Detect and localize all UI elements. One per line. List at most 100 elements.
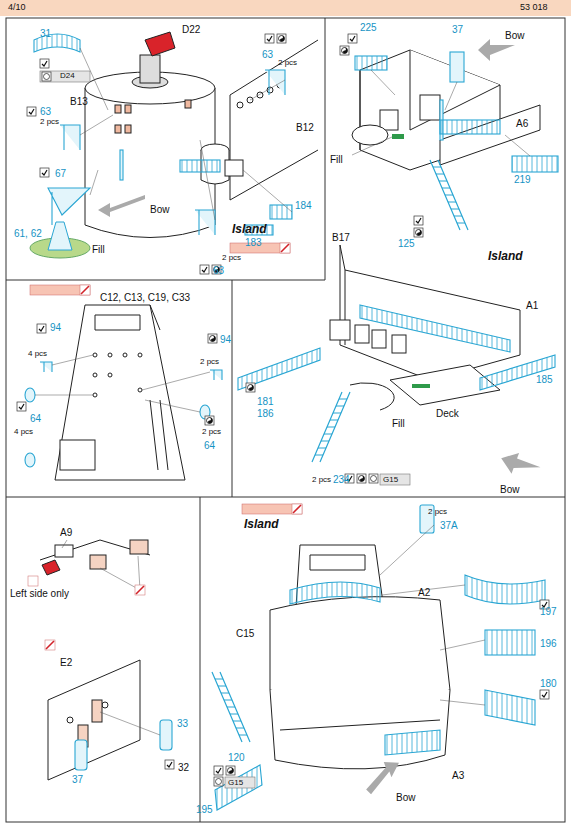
part-label: 2 pcs bbox=[200, 358, 219, 367]
part-label: D24 bbox=[60, 72, 75, 81]
label-text: B13 bbox=[70, 96, 88, 107]
etched-parts-1 bbox=[34, 34, 292, 235]
label-text: B17 bbox=[332, 232, 350, 243]
label-text: 196 bbox=[540, 638, 557, 649]
label-text: 185 bbox=[536, 374, 553, 385]
callout-number: 64 bbox=[30, 413, 41, 424]
label-text: Island bbox=[244, 517, 279, 531]
label-text: B12 bbox=[296, 122, 314, 133]
label-text: 2 pcs bbox=[200, 357, 219, 366]
part-label: Bow bbox=[396, 792, 415, 803]
part-label: 2 pcs bbox=[428, 508, 447, 517]
leader-lines-3 bbox=[35, 355, 210, 412]
label-text: D22 bbox=[182, 24, 200, 35]
label-text: 63 bbox=[262, 49, 273, 60]
part-label: 2 pcs bbox=[202, 428, 221, 437]
part-label: Fill bbox=[330, 154, 343, 165]
label-text: Left side only bbox=[10, 588, 69, 599]
label-text: 2 pcs bbox=[278, 58, 297, 67]
label-text: Island bbox=[232, 222, 267, 236]
label-text: 64 bbox=[204, 440, 215, 451]
label-text: 63 bbox=[40, 106, 51, 117]
label-text: Bow bbox=[396, 792, 415, 803]
callout-number: 197 bbox=[540, 606, 557, 617]
part-label: 2 pcs bbox=[312, 476, 331, 485]
callout-number: 183 bbox=[245, 237, 262, 248]
label-text: 2 pcs bbox=[428, 507, 447, 516]
callout-number: 219 bbox=[514, 174, 531, 185]
callout-number: 94 bbox=[220, 334, 231, 345]
label-text: 37 bbox=[452, 24, 463, 35]
label-text: 4 pcs bbox=[28, 349, 47, 358]
island-top bbox=[270, 545, 450, 769]
fill-mark bbox=[412, 384, 430, 388]
callout-number: 37 bbox=[72, 774, 83, 785]
label-text: A9 bbox=[60, 527, 72, 538]
part-label: G15 bbox=[228, 779, 243, 788]
part-label: Island bbox=[232, 223, 267, 236]
label-text: Fill bbox=[92, 244, 105, 255]
label-text: C15 bbox=[236, 628, 254, 639]
island-deck-upper bbox=[352, 50, 540, 170]
label-text: 32 bbox=[178, 762, 189, 773]
part-label: 4 pcs bbox=[14, 428, 33, 437]
bow-arrow bbox=[359, 757, 405, 795]
callout-number: 195 bbox=[196, 804, 213, 815]
etched-parts-5 bbox=[75, 720, 172, 770]
label-text: 33 bbox=[177, 718, 188, 729]
part-label: 2 pcs bbox=[278, 59, 297, 68]
island-cylinder bbox=[85, 32, 318, 238]
label-text: Island bbox=[488, 249, 523, 263]
bow-arrow bbox=[98, 195, 145, 217]
part-label: B17 bbox=[332, 232, 350, 243]
label-text: 120 bbox=[228, 752, 245, 763]
part-label: 32 bbox=[178, 762, 189, 773]
callout-number: 184 bbox=[295, 200, 312, 211]
label-text: A6 bbox=[516, 118, 528, 129]
label-text: E2 bbox=[60, 657, 72, 668]
part-label: Bow bbox=[500, 484, 519, 495]
label-text: Deck bbox=[436, 408, 459, 419]
part-label: A3 bbox=[452, 770, 464, 781]
label-text: 37 bbox=[72, 774, 83, 785]
callout-number: 61, 62 bbox=[14, 228, 42, 239]
label-text: 183 bbox=[245, 237, 262, 248]
etched-parts-3 bbox=[25, 362, 222, 467]
label-text: Fill bbox=[330, 154, 343, 165]
label-text: Bow bbox=[150, 204, 169, 215]
label-text: 2 pcs bbox=[222, 253, 241, 262]
part-label: A9 bbox=[60, 527, 72, 538]
part-label: 4 pcs bbox=[28, 350, 47, 359]
part-label: Left side only bbox=[10, 588, 69, 599]
leader-lines-6 bbox=[380, 525, 485, 705]
label-text: 53 018 bbox=[520, 2, 548, 12]
part-label: B12 bbox=[296, 122, 314, 133]
label-text: 94 bbox=[220, 334, 231, 345]
leader-lines-5 bbox=[62, 540, 160, 735]
label-text: 225 bbox=[360, 22, 377, 33]
label-text: 181 bbox=[257, 396, 274, 407]
label-text: G15 bbox=[383, 475, 398, 484]
label-text: A1 bbox=[526, 300, 538, 311]
label-text: 180 bbox=[540, 678, 557, 689]
callout-number: 64 bbox=[204, 440, 215, 451]
label-text: 64 bbox=[30, 413, 41, 424]
part-label: A1 bbox=[526, 300, 538, 311]
label-text: 67 bbox=[55, 168, 66, 179]
callout-number: 33 bbox=[177, 718, 188, 729]
part-label: G15 bbox=[383, 476, 398, 485]
fill-mark bbox=[392, 134, 404, 139]
callout-number: 37A bbox=[440, 520, 458, 531]
part-label: 2 pcs bbox=[40, 118, 59, 127]
part-label: C15 bbox=[236, 628, 254, 639]
callout-number: 196 bbox=[540, 638, 557, 649]
part-label: C12, C13, C19, C33 bbox=[100, 292, 190, 303]
etched-parts-4 bbox=[238, 305, 555, 390]
callout-number: 181 bbox=[257, 396, 274, 407]
part-label: Fill bbox=[92, 244, 105, 255]
part-label: Fill bbox=[392, 418, 405, 429]
label-text: G15 bbox=[228, 778, 243, 787]
callout-number: 31 bbox=[40, 28, 51, 39]
